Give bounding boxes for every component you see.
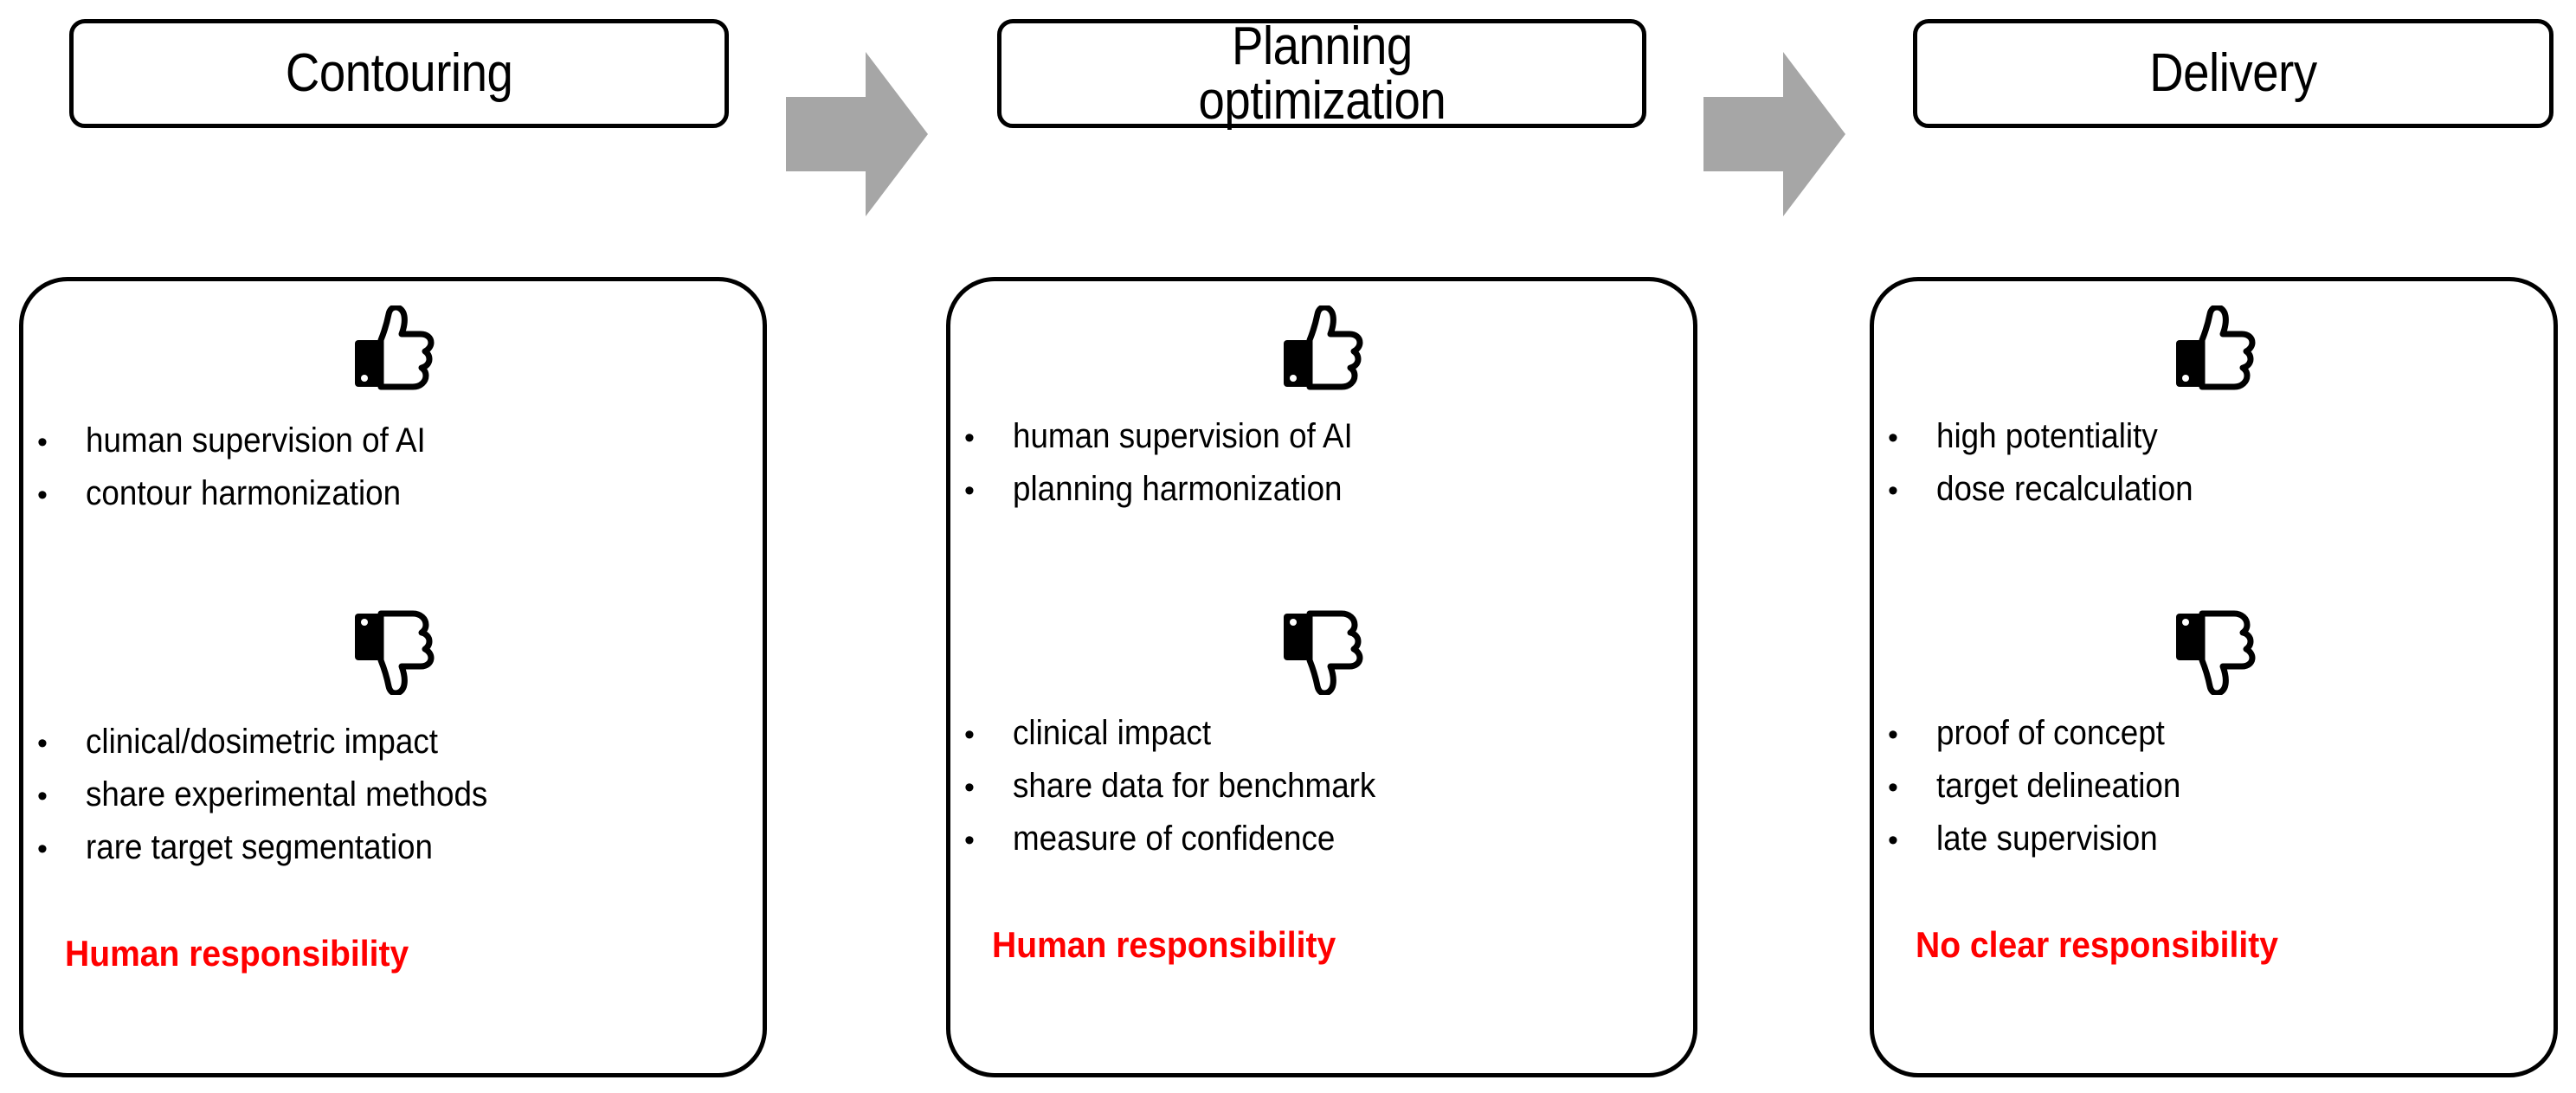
list-item: • share data for benchmark <box>964 761 1688 813</box>
list-item: • high potentiality <box>1888 411 2548 464</box>
list-item: • proof of concept <box>1888 708 2548 761</box>
thumbs-down-icon <box>1284 610 1363 695</box>
bullet-icon: • <box>37 780 48 813</box>
right-arrow-icon-2 <box>1703 52 1845 216</box>
thumbs-up-icon <box>355 305 435 390</box>
bullet-icon: • <box>964 718 975 751</box>
cons-list-delivery: • proof of concept • target delineation … <box>1888 708 2548 866</box>
stage-panel-contouring: • human supervision of AI • contour harm… <box>19 277 767 1077</box>
stage-panel-planning-optimization: • human supervision of AI • planning har… <box>946 277 1697 1077</box>
cons-list-contouring: • clinical/dosimetric impact • share exp… <box>37 717 756 875</box>
stage-title-delivery: Delivery <box>2149 43 2317 104</box>
list-item: • late supervision <box>1888 813 2548 866</box>
thumbs-up-icon-row-2 <box>950 305 1693 392</box>
right-arrow-icon-1 <box>786 52 928 216</box>
stage-title-planning-optimization: Planning optimization <box>1198 16 1446 131</box>
list-item: • planning harmonization <box>964 464 1688 517</box>
list-item: • contour harmonization <box>37 468 756 521</box>
bullet-icon: • <box>37 727 48 760</box>
thumbs-down-icon-row-3 <box>1874 608 2553 695</box>
thumbs-up-icon <box>2175 305 2255 390</box>
thumbs-up-icon-row-1 <box>23 305 763 392</box>
list-item: • target delineation <box>1888 761 2548 813</box>
bullet-icon: • <box>1888 421 1898 454</box>
stage-header-delivery[interactable]: Delivery <box>1913 19 2553 128</box>
responsibility-label-delivery: No clear responsibility <box>1916 924 2278 965</box>
bullet-icon: • <box>1888 771 1898 804</box>
stage-header-contouring[interactable]: Contouring <box>69 19 729 128</box>
bullet-icon: • <box>964 771 975 804</box>
pros-list-planning-optimization: • human supervision of AI • planning har… <box>964 411 1688 517</box>
thumbs-down-icon-row-1 <box>23 608 763 695</box>
stage-title-contouring: Contouring <box>285 43 513 104</box>
thumbs-down-icon <box>2175 610 2255 695</box>
list-item: • dose recalculation <box>1888 464 2548 517</box>
bullet-icon: • <box>37 833 48 865</box>
list-item: • share experimental methods <box>37 769 756 822</box>
thumbs-down-icon-row-2 <box>950 608 1693 695</box>
bullet-icon: • <box>37 426 48 459</box>
thumbs-down-icon <box>355 610 435 695</box>
stage-panel-delivery: • high potentiality • dose recalculation <box>1870 277 2558 1077</box>
bullet-icon: • <box>1888 718 1898 751</box>
list-item: • clinical impact <box>964 708 1688 761</box>
responsibility-label-planning-optimization: Human responsibility <box>992 924 1336 965</box>
list-item: • human supervision of AI <box>964 411 1688 464</box>
bullet-icon: • <box>964 824 975 857</box>
list-item: • rare target segmentation <box>37 822 756 875</box>
list-item: • human supervision of AI <box>37 415 756 468</box>
bullet-icon: • <box>964 421 975 454</box>
pros-list-delivery: • high potentiality • dose recalculation <box>1888 411 2548 517</box>
responsibility-label-contouring: Human responsibility <box>65 933 409 974</box>
stage-header-planning-optimization[interactable]: Planning optimization <box>997 19 1646 128</box>
bullet-icon: • <box>1888 474 1898 507</box>
list-item: • measure of confidence <box>964 813 1688 866</box>
list-item: • clinical/dosimetric impact <box>37 717 756 769</box>
thumbs-up-icon <box>1284 305 1363 390</box>
bullet-icon: • <box>1888 824 1898 857</box>
cons-list-planning-optimization: • clinical impact • share data for bench… <box>964 708 1688 866</box>
pros-list-contouring: • human supervision of AI • contour harm… <box>37 415 756 521</box>
bullet-icon: • <box>964 474 975 507</box>
bullet-icon: • <box>37 479 48 511</box>
thumbs-up-icon-row-3 <box>1874 305 2553 392</box>
